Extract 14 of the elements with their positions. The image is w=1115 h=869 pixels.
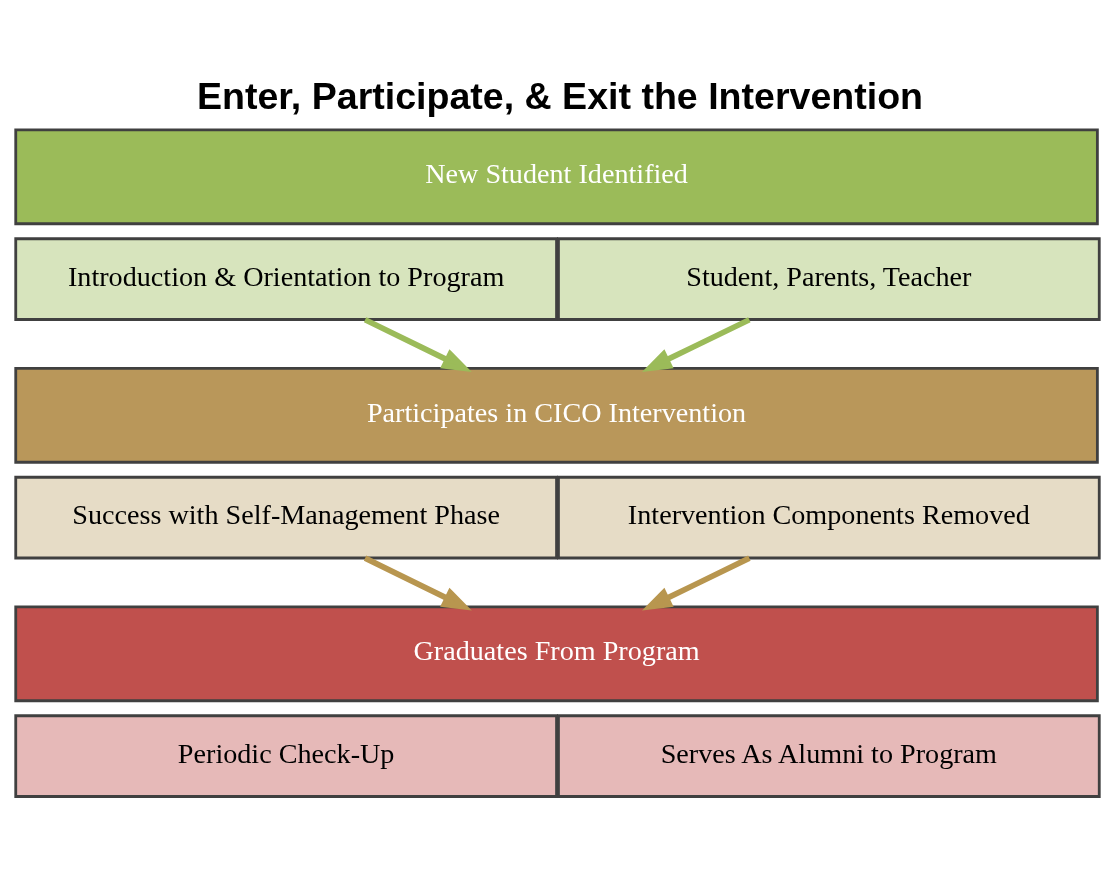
node-box: New Student Identified: [14, 127, 1099, 225]
diagram-title: Enter, Participate, & Exit the Intervention: [196, 74, 924, 117]
arrow: [641, 555, 751, 610]
node-box: Participates in CICO Intervention: [14, 366, 1099, 464]
node-box: Introduction & Orientation to Program: [14, 236, 558, 321]
node-box: Serves As Alumni to Program: [557, 713, 1101, 798]
node-box: Intervention Components Removed: [557, 475, 1101, 559]
arrow: [641, 316, 751, 372]
node-box: Student, Parents, Teacher: [557, 236, 1101, 321]
node-box: Graduates From Program: [14, 604, 1099, 702]
arrow: [363, 316, 472, 372]
node-box: Periodic Check-Up: [14, 713, 558, 798]
arrow: [363, 555, 472, 610]
node-box: Success with Self-Management Phase: [14, 475, 558, 559]
